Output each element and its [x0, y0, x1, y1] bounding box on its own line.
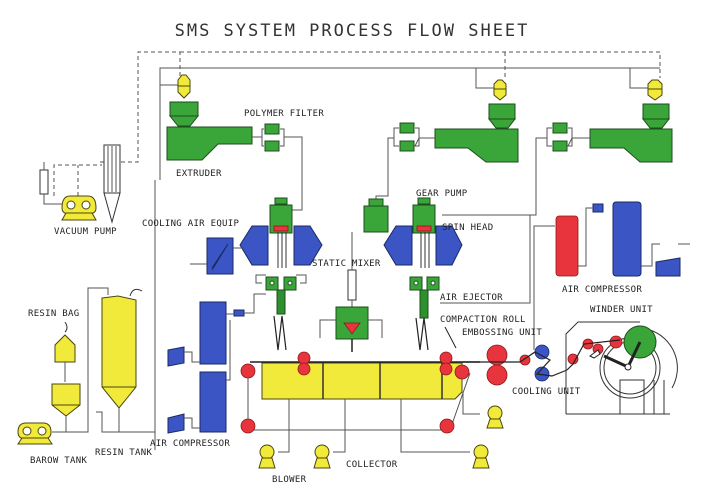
cooling-roll-2 — [534, 366, 550, 382]
air-ejector-left — [276, 289, 286, 315]
suction-box — [261, 362, 443, 400]
air-heater — [555, 215, 579, 277]
polymer-filter-b — [264, 140, 280, 152]
label-extruder: EXTRUDER — [176, 169, 222, 179]
finishing-line: COMPACTION ROLL EMBOSSING UNIT COOLING U… — [440, 315, 581, 397]
extruder-body-left — [166, 126, 253, 161]
barow-tank — [51, 383, 81, 417]
air-compressor-right: AIR COMPRESSOR — [533, 201, 690, 350]
polymer-filter-f — [552, 140, 568, 152]
air-tank-left-upper — [199, 301, 227, 365]
diagram-title: SMS SYSTEM PROCESS FLOW SHEET — [175, 21, 530, 41]
spin-beam-right: GEAR PUMP SPIN HEAD AIR EJECTOR — [383, 189, 531, 351]
winder-unit: WINDER UNIT — [565, 305, 678, 415]
forming-collector: BLOWER COLLECTOR — [240, 351, 504, 485]
label-air-compressor-left: AIR COMPRESSOR — [150, 439, 230, 449]
air-valve — [233, 309, 245, 317]
air-tank-left-lower — [199, 371, 227, 433]
label-barow-tank: BAROW TANK — [30, 456, 87, 466]
belt-roll-1 — [240, 363, 256, 379]
label-compaction-roll: COMPACTION ROLL — [440, 315, 526, 325]
press-roll-2b — [439, 362, 453, 376]
polymer-filter-a — [264, 123, 280, 135]
label-gear-pump: GEAR PUMP — [416, 189, 468, 199]
cooling-roll-1 — [534, 344, 550, 360]
resin-feed-lines — [100, 51, 661, 180]
winder-roll-4 — [609, 335, 623, 349]
label-air-ejector: AIR EJECTOR — [440, 293, 503, 303]
spinneret-left — [273, 225, 289, 232]
spin-beam-left — [239, 197, 323, 351]
quench-chamber-right-a — [383, 225, 413, 266]
hopper-right — [647, 79, 663, 101]
static-mixer — [347, 269, 357, 301]
label-vacuum-pump: VACUUM PUMP — [54, 227, 117, 237]
blower-3 — [472, 444, 490, 469]
label-polymer-filter: POLYMER FILTER — [244, 109, 324, 119]
resin-handling: RESIN BAG BAROW TANK RESIN TANK — [17, 287, 155, 466]
vacuum-pump: VACUUM PUMP — [39, 144, 121, 237]
hopper-middle — [493, 79, 507, 101]
embossing-roll-bottom — [486, 364, 508, 386]
label-cooling-unit: COOLING UNIT — [512, 387, 581, 397]
label-blower: BLOWER — [272, 475, 307, 485]
label-resin-bag: RESIN BAG — [28, 309, 79, 319]
extruder-right — [442, 79, 673, 216]
gear-pump-middle — [363, 205, 389, 233]
meltblown-nozzle — [343, 322, 361, 335]
label-cooling-air-equip: COOLING AIR EQUIP — [142, 219, 239, 229]
extruder-left: EXTRUDER POLYMER FILTER — [166, 74, 324, 211]
resin-bag — [54, 334, 76, 363]
air-ejector-right — [419, 289, 429, 319]
quench-chamber-left-a — [239, 225, 269, 266]
vacuum-filter-element — [39, 169, 49, 195]
press-roll-1a — [297, 351, 311, 365]
label-static-mixer: STATIC MIXER — [312, 259, 381, 269]
label-air-compressor-right: AIR COMPRESSOR — [562, 285, 642, 295]
polymer-filter-e — [552, 122, 568, 134]
label-spin-head: SPIN HEAD — [442, 223, 493, 233]
label-winder-unit: WINDER UNIT — [590, 305, 653, 315]
press-roll-1b — [297, 362, 311, 376]
blower-1 — [258, 444, 276, 469]
polymer-filter-d — [399, 140, 415, 152]
quench-chamber-left-b — [293, 225, 323, 266]
belt-roll-3 — [439, 418, 455, 434]
extruder-body-right — [589, 128, 673, 163]
resin-tank — [101, 295, 137, 409]
air-compressor-left: AIR COMPRESSOR — [150, 293, 266, 449]
label-collector: COLLECTOR — [346, 460, 398, 470]
quench-chamber-right-b — [435, 225, 463, 266]
extruder-middle — [375, 79, 519, 205]
polymer-filter-c — [399, 122, 415, 134]
winder-roll-1 — [567, 353, 579, 365]
press-roll-2a — [439, 351, 453, 365]
blower-4 — [486, 405, 504, 429]
label-embossing-unit: EMBOSSING UNIT — [462, 328, 542, 338]
extruder-body-middle — [434, 128, 519, 163]
label-resin-tank: RESIN TANK — [95, 448, 152, 458]
spinneret-right — [416, 225, 432, 232]
air-receiver-right — [612, 201, 642, 277]
belt-roll-2 — [240, 418, 256, 434]
guide-roll — [454, 364, 470, 380]
meltblown-unit: STATIC MIXER — [312, 198, 389, 352]
cooling-air-equipment: COOLING AIR EQUIP — [142, 180, 244, 450]
blower-2 — [313, 444, 331, 469]
